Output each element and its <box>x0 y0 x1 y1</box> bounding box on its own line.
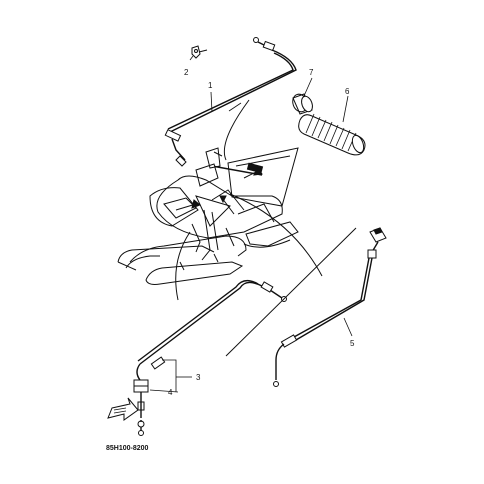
leader-line-5 <box>343 317 353 337</box>
leader-line-6 <box>342 95 349 123</box>
part-number-4: 4 <box>168 388 173 397</box>
snowmobile-body <box>117 147 299 285</box>
front-direction-arrow-icon <box>107 397 139 421</box>
part-number-3: 3 <box>196 373 201 382</box>
part-6-handlebar-grip <box>298 113 366 156</box>
part-7-grip-collar <box>292 93 313 115</box>
part-1-throttle-cable <box>164 37 297 167</box>
part-number-2: 2 <box>184 68 189 77</box>
part-number-5: 5 <box>350 339 355 348</box>
part-number-7: 7 <box>309 68 314 77</box>
leader-line-1 <box>210 91 213 113</box>
drawing-code: 85H100-8200 <box>106 445 149 452</box>
part-number-1: 1 <box>208 81 213 90</box>
part-3-bracket-leader <box>162 359 192 392</box>
part-number-6: 6 <box>345 87 350 96</box>
leader-line-7 <box>303 77 313 97</box>
part-3-brake-cable <box>133 279 287 436</box>
part-5-choke-cable <box>225 227 387 387</box>
routing-guide-curves <box>175 99 323 301</box>
part-2-clamp <box>189 45 208 61</box>
leader-line-4 <box>149 389 179 393</box>
